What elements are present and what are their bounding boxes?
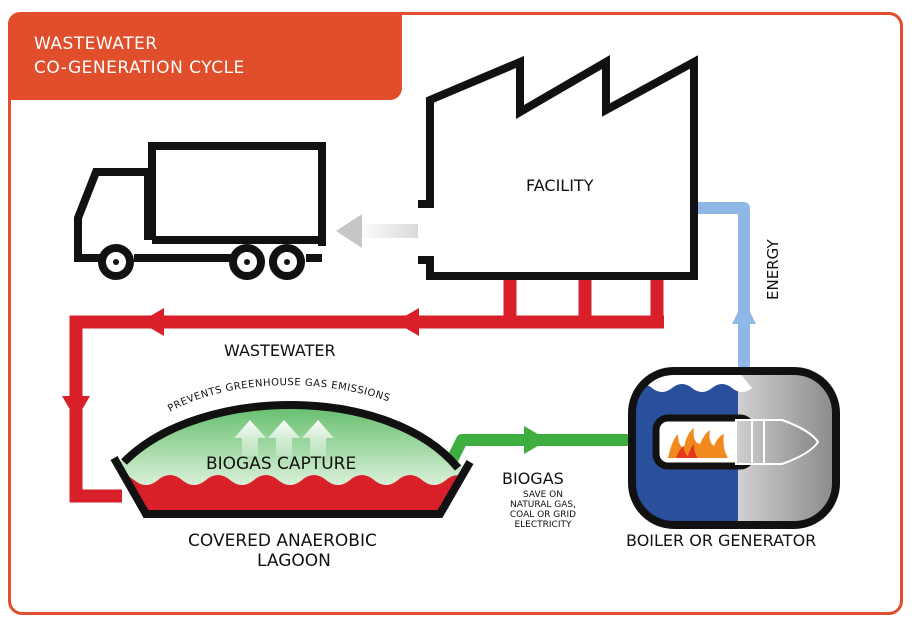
biogas-capture-label: BIOGAS CAPTURE xyxy=(206,454,357,474)
biogas-note: SAVE ON NATURAL GAS, COAL OR GRID ELECTR… xyxy=(496,490,590,530)
biogas-note-line-3: COAL OR GRID xyxy=(509,510,577,520)
burner-nozzle xyxy=(735,419,820,465)
factory-icon xyxy=(418,55,698,280)
wastewater-arrowhead-1 xyxy=(395,308,419,336)
truck-wheel-hubs xyxy=(113,259,290,265)
lagoon-label-line-1: COVERED ANAEROBIC xyxy=(188,531,377,551)
facility-label: FACILITY xyxy=(526,176,594,195)
lagoon-icon xyxy=(110,401,474,518)
title-line-2: CO-GENERATION CYCLE xyxy=(34,58,245,78)
energy-flow xyxy=(694,202,756,370)
boiler-icon xyxy=(628,367,840,529)
biogas-label: BIOGAS xyxy=(502,469,564,488)
rising-gas-arrows xyxy=(234,420,334,456)
wastewater-arrowhead-2 xyxy=(140,308,164,336)
title-line-1: WASTEWATER xyxy=(34,34,158,54)
biogas-note-line-1: SAVE ON xyxy=(523,490,563,500)
energy-label: ENERGY xyxy=(764,239,782,300)
truck-icon xyxy=(74,142,326,280)
lagoon-label-line-2: LAGOON xyxy=(257,551,331,571)
biogas-flow xyxy=(442,426,630,471)
flame-icon xyxy=(668,428,728,458)
biogas-arrowhead xyxy=(524,426,548,454)
diagram-frame xyxy=(8,12,903,615)
energy-arrowhead xyxy=(732,300,756,324)
biogas-note-line-4: ELECTRICITY xyxy=(514,520,572,530)
boiler-label: BOILER OR GENERATOR xyxy=(626,531,817,550)
wastewater-arrowhead-3 xyxy=(62,396,90,420)
biogas-note-line-2: NATURAL GAS, xyxy=(510,500,576,510)
wastewater-label: WASTEWATER xyxy=(224,341,336,360)
title-banner xyxy=(8,12,402,100)
